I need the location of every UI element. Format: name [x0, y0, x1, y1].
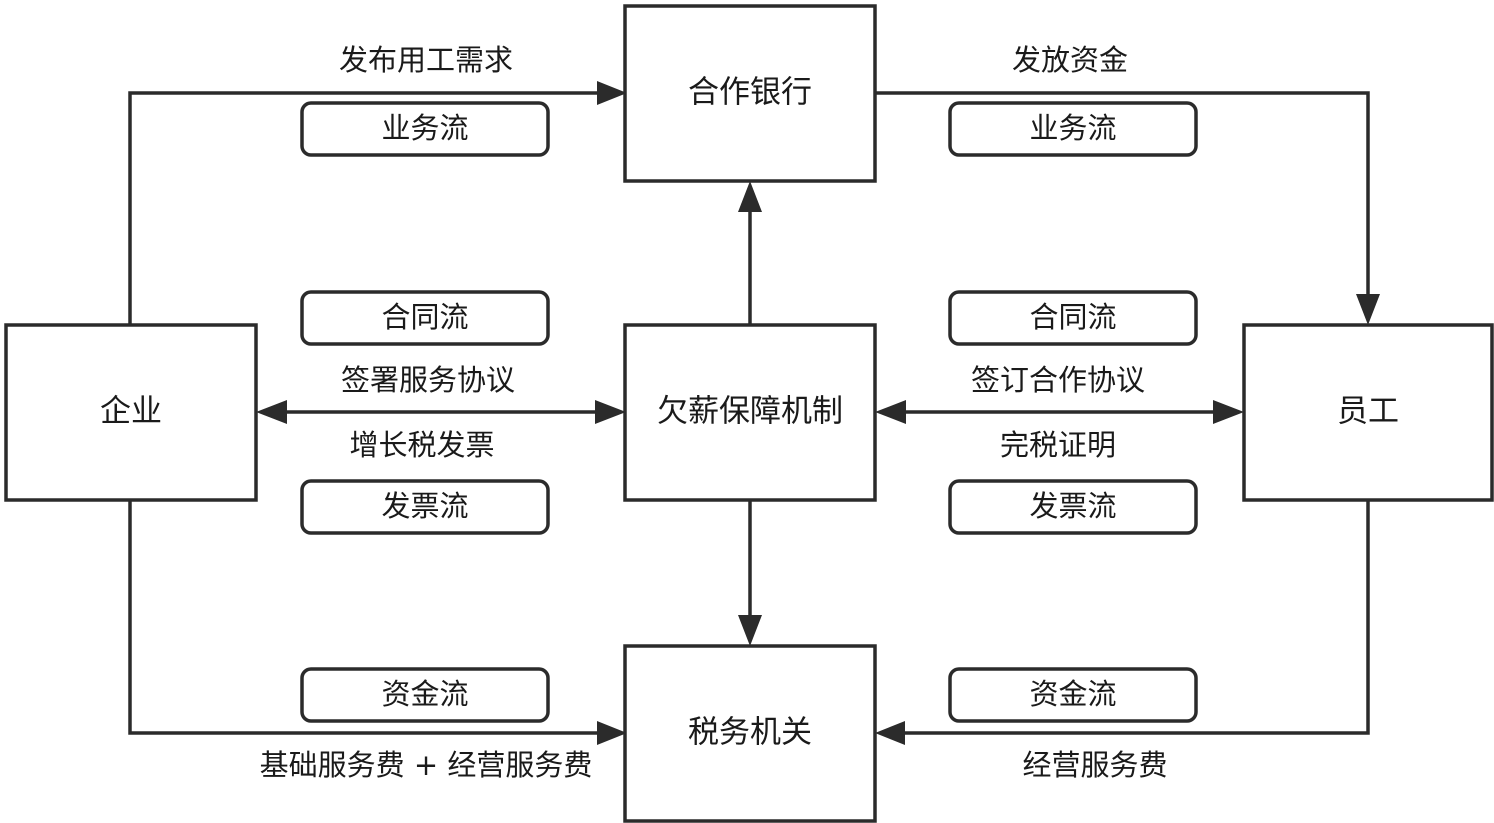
edge-labels: 发布用工需求 发放资金 签署服务协议 增长税发票 签订合作协议 完税证明 基础服…: [260, 43, 1168, 782]
label-publish-demand: 发布用工需求: [339, 43, 513, 77]
label-release-funds: 发放资金: [1012, 43, 1128, 77]
arrowhead-to-bank-left: [597, 81, 627, 105]
tag-invoice-left-label: 发票流: [381, 489, 468, 523]
arrowhead-to-employee-left: [1213, 400, 1244, 424]
edge-employee-to-tax: [904, 501, 1370, 735]
node-employee: 员工: [1242, 323, 1494, 502]
tag-business-right-label: 业务流: [1029, 111, 1116, 145]
label-business-fee: 经营服务费: [1022, 748, 1167, 782]
edge-enterprise-to-tax: [128, 501, 600, 735]
node-bank: 合作银行: [623, 4, 877, 183]
node-enterprise: 企业: [4, 323, 258, 502]
arrowhead-to-enterprise: [256, 400, 287, 424]
node-tax: 税务机关: [623, 644, 877, 823]
label-tax-proof: 完税证明: [1000, 428, 1116, 462]
tag-invoice-left: 发票流: [300, 479, 550, 535]
arrowhead-to-mechanism-right: [875, 400, 906, 424]
edge-enterprise-to-bank: [128, 91, 600, 325]
node-mechanism: 欠薪保障机制: [623, 323, 877, 502]
label-vat-invoice: 增长税发票: [349, 428, 494, 462]
arrowhead-to-tax-right: [875, 721, 905, 745]
flow-tags: 业务流 业务流 合同流 合同流 发票流 发票流 资金流 资金流: [300, 101, 1198, 723]
edge-bank-to-employee: [876, 91, 1370, 298]
arrowhead-to-tax-top: [738, 615, 762, 646]
tag-capital-left-label: 资金流: [381, 677, 468, 711]
label-sign-service: 签署服务协议: [341, 363, 515, 397]
tag-contract-right: 合同流: [948, 290, 1198, 346]
tag-contract-left: 合同流: [300, 290, 550, 346]
tag-business-left: 业务流: [300, 101, 550, 157]
tag-invoice-right-label: 发票流: [1029, 489, 1116, 523]
tag-invoice-right: 发票流: [948, 479, 1198, 535]
arrowhead-to-employee-top: [1356, 294, 1380, 325]
arrowhead-to-tax-left: [597, 721, 627, 745]
tag-capital-left: 资金流: [300, 667, 550, 723]
connectors: [128, 81, 1380, 745]
arrowhead-to-mechanism-left: [595, 400, 626, 424]
tag-contract-left-label: 合同流: [381, 300, 468, 334]
arrowhead-to-bank-bottom: [738, 181, 762, 212]
node-enterprise-label: 企业: [100, 394, 162, 430]
tag-capital-right: 资金流: [948, 667, 1198, 723]
node-employee-label: 员工: [1337, 394, 1399, 430]
tag-capital-right-label: 资金流: [1029, 677, 1116, 711]
node-tax-label: 税务机关: [688, 715, 812, 751]
label-basic-fee: 基础服务费 + 经营服务费: [260, 748, 593, 782]
tag-business-left-label: 业务流: [381, 111, 468, 145]
label-sign-cooperation: 签订合作协议: [971, 363, 1145, 397]
tag-business-right: 业务流: [948, 101, 1198, 157]
tag-contract-right-label: 合同流: [1029, 300, 1116, 334]
node-bank-label: 合作银行: [688, 75, 812, 111]
node-mechanism-label: 欠薪保障机制: [657, 394, 843, 430]
